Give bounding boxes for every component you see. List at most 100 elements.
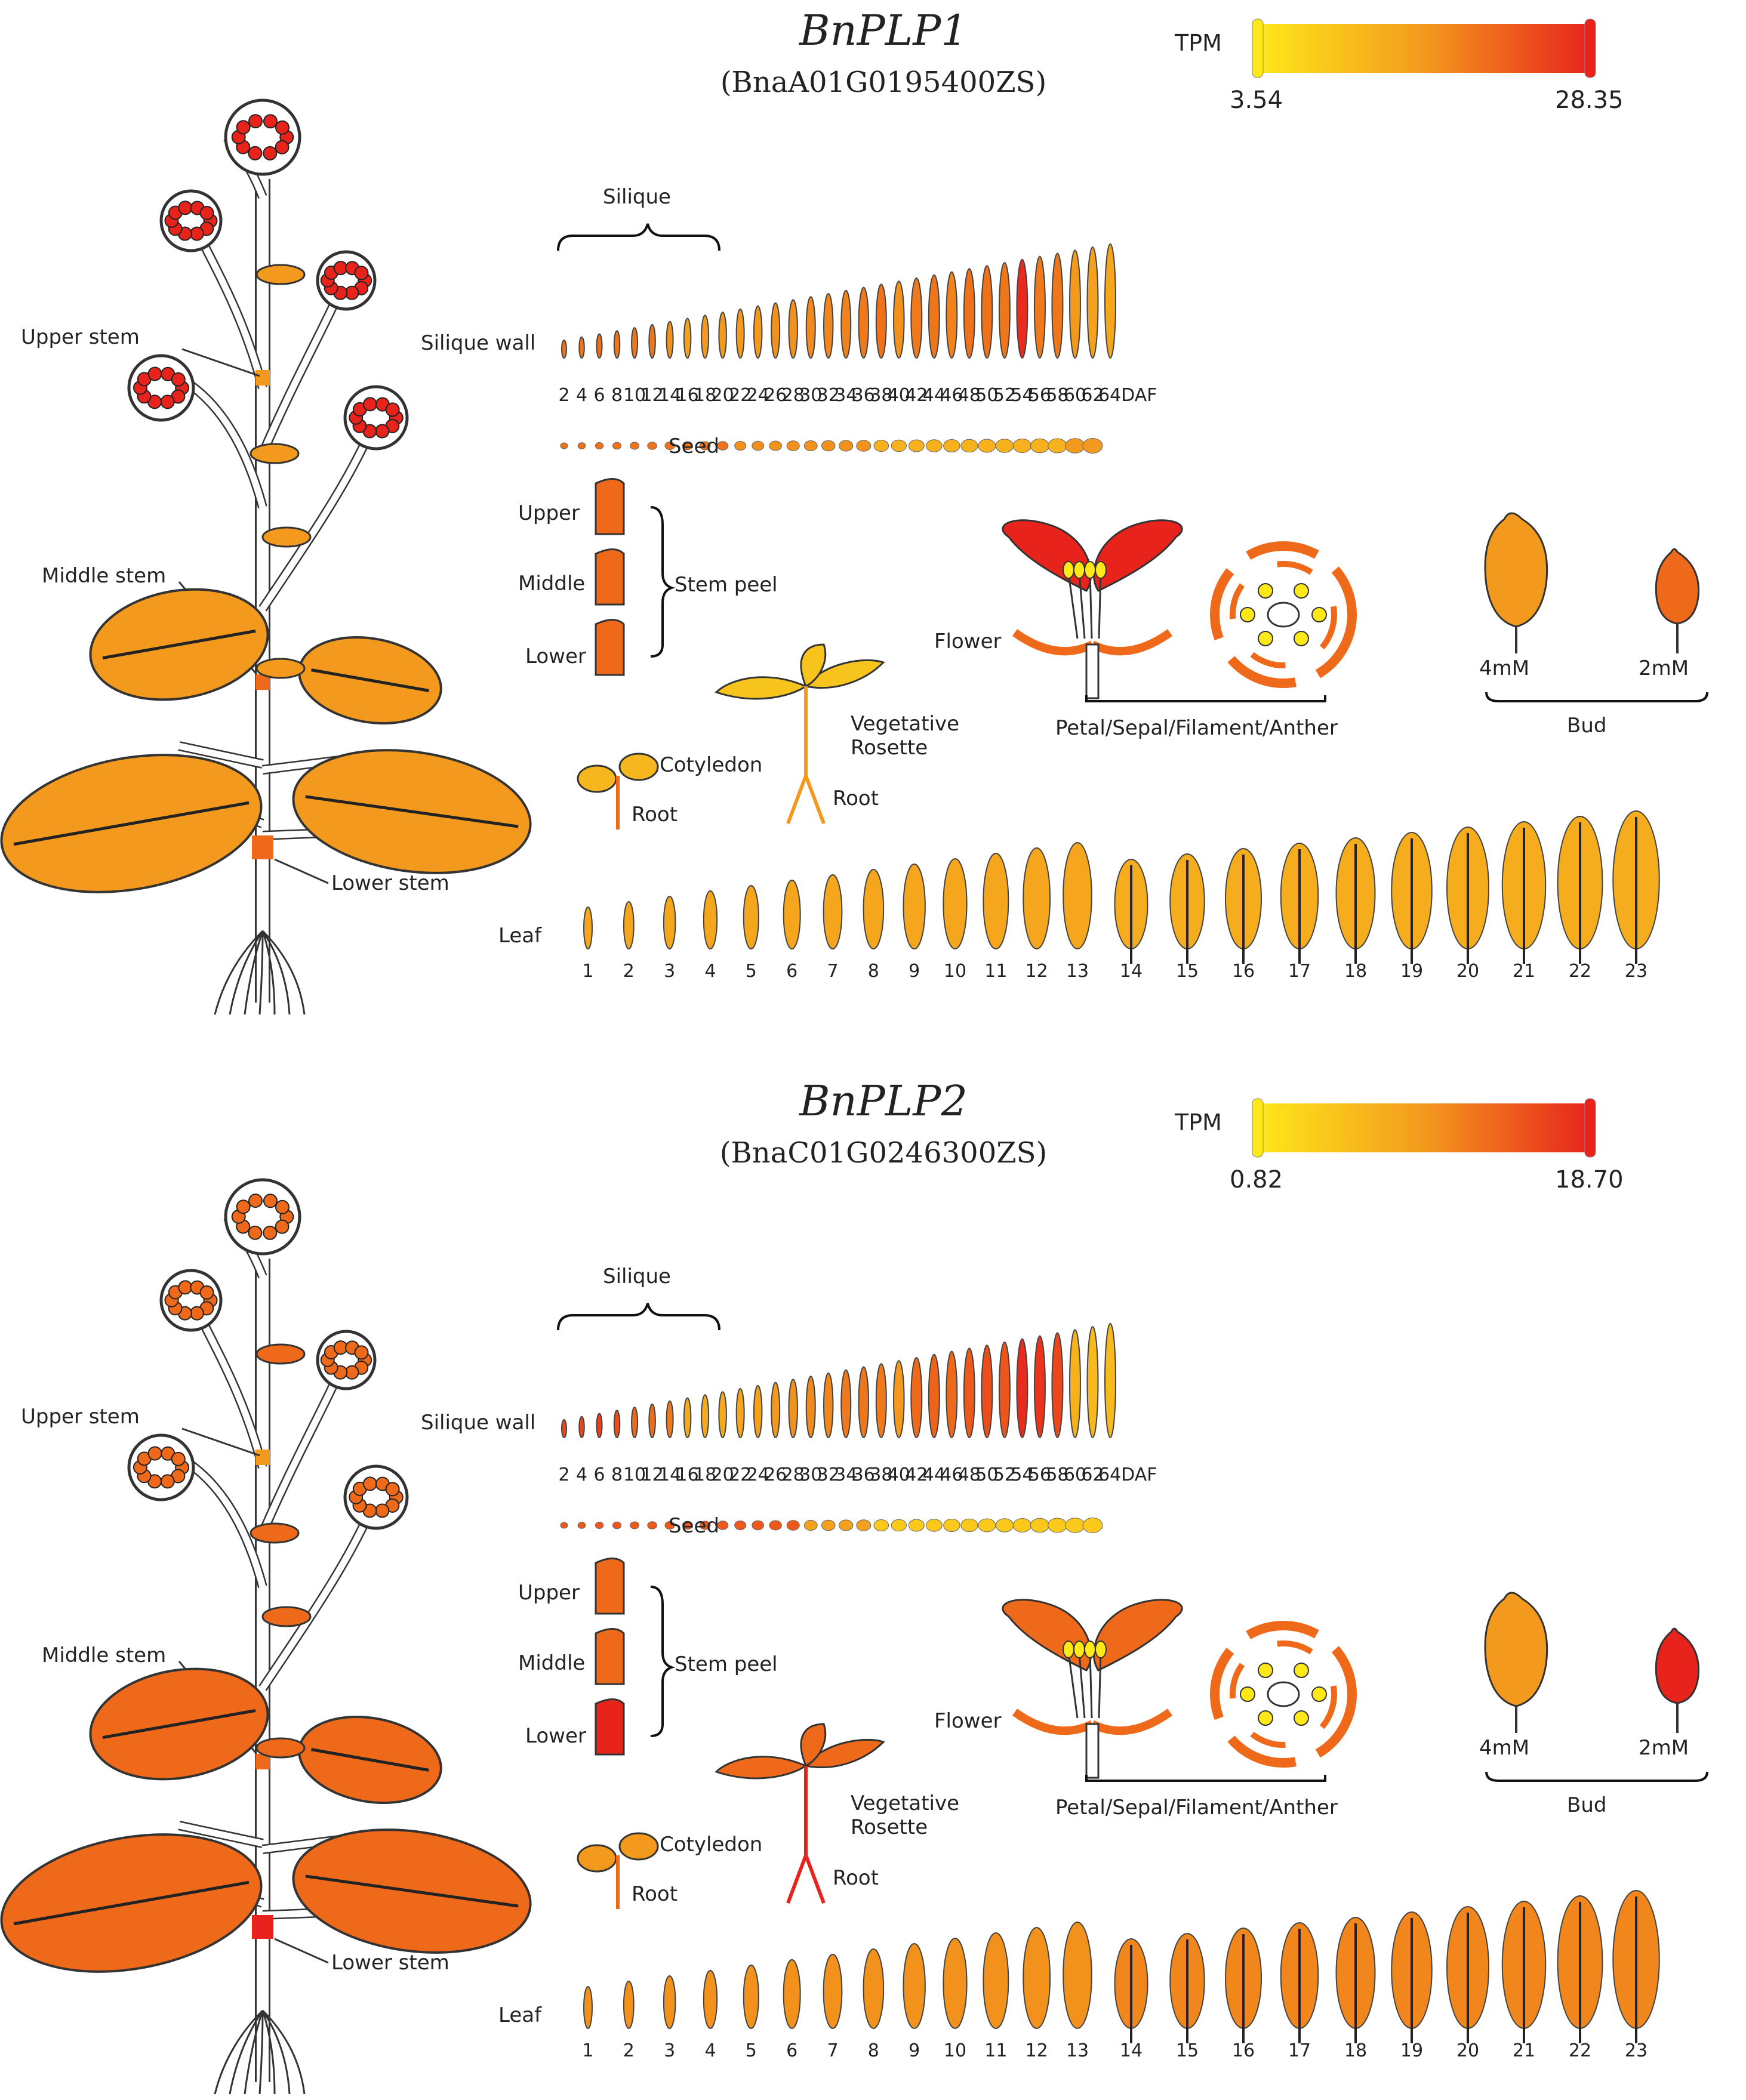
seed-14 bbox=[786, 1520, 800, 1531]
leaf-tick: 20 bbox=[1456, 961, 1480, 982]
label-upper: Upper bbox=[518, 501, 580, 525]
seed-8 bbox=[682, 441, 693, 451]
label-upper-stem: Upper stem bbox=[21, 325, 140, 349]
leaf-tick: 5 bbox=[745, 2040, 757, 2061]
bud-2mm bbox=[1655, 548, 1700, 625]
daf-tick: 26 bbox=[764, 385, 787, 406]
anther bbox=[1063, 561, 1074, 579]
label-bud: Bud bbox=[1567, 1793, 1607, 1817]
daf-tick: 8 bbox=[611, 385, 623, 406]
leaf-tick: 1 bbox=[582, 961, 594, 982]
silique-wall-6 bbox=[648, 1404, 656, 1438]
seed-9 bbox=[699, 1521, 711, 1530]
sepal bbox=[1090, 629, 1173, 656]
daf-tick: 64DAF bbox=[1098, 385, 1157, 406]
seed-24 bbox=[960, 1518, 978, 1532]
daf-tick: 56 bbox=[1028, 1464, 1052, 1485]
flower-bud bbox=[236, 120, 251, 135]
label-vegetative-rosette: Vegetative Rosette bbox=[851, 1791, 960, 1839]
colorbar-cap-max bbox=[1584, 1098, 1596, 1158]
filament bbox=[1067, 572, 1079, 639]
flower-bud bbox=[248, 114, 263, 129]
daf-tick: 46 bbox=[940, 385, 963, 406]
anther-section bbox=[1240, 1686, 1255, 1702]
leaf-2 bbox=[623, 1981, 635, 2029]
label-flower: Flower bbox=[934, 1709, 1002, 1733]
root-strand bbox=[261, 930, 276, 1015]
anther bbox=[1095, 561, 1107, 579]
daf-tick: 28 bbox=[781, 1464, 805, 1485]
silique-wall-10 bbox=[718, 312, 727, 359]
flower-bud bbox=[263, 146, 278, 161]
anther-section bbox=[1294, 631, 1309, 646]
root-strand bbox=[214, 930, 264, 1015]
daf-tick: 32 bbox=[817, 385, 840, 406]
rosette-leaf bbox=[715, 1756, 808, 1780]
silique-wall-11 bbox=[735, 309, 745, 359]
silique-wall-20 bbox=[893, 1360, 905, 1438]
leaf-tick: 23 bbox=[1624, 2040, 1648, 2061]
leaf-8 bbox=[863, 869, 885, 949]
upper-stem-section bbox=[255, 370, 270, 386]
tpm-colorbar bbox=[1257, 24, 1591, 73]
sepal bbox=[1012, 1709, 1095, 1735]
inflorescence bbox=[127, 1433, 195, 1501]
anther-section bbox=[1311, 607, 1327, 622]
seed-12 bbox=[752, 440, 765, 451]
label-middle-stem: Middle stem bbox=[42, 1643, 167, 1667]
silique-wall-25 bbox=[981, 1345, 993, 1438]
seed-19 bbox=[873, 1519, 889, 1531]
label-middle-stem: Middle stem bbox=[42, 564, 167, 588]
seed-21 bbox=[908, 1519, 925, 1532]
silique-wall-3 bbox=[596, 333, 603, 359]
seed-28 bbox=[1030, 1518, 1049, 1533]
silique-wall-19 bbox=[875, 1363, 887, 1439]
daf-tick: 54 bbox=[1011, 385, 1034, 406]
leaf-tick: 2 bbox=[623, 961, 635, 982]
leaf-tick: 7 bbox=[827, 961, 839, 982]
silique-bracket bbox=[557, 223, 720, 251]
leaf-tick: 16 bbox=[1231, 2040, 1255, 2061]
sepal-ring bbox=[1210, 1621, 1357, 1768]
seed-4 bbox=[612, 1521, 622, 1529]
leaf-tick: 19 bbox=[1400, 2040, 1424, 2061]
silique-wall-8 bbox=[683, 1397, 692, 1438]
flower-bud bbox=[199, 205, 214, 220]
rosette-root bbox=[786, 686, 826, 825]
daf-tick: 10 bbox=[623, 1464, 646, 1485]
daf-tick: 40 bbox=[887, 385, 910, 406]
leaf-tick: 13 bbox=[1066, 961, 1089, 982]
sepal bbox=[1090, 1709, 1173, 1735]
label-lower: Lower bbox=[525, 1724, 586, 1748]
silique-wall-12 bbox=[753, 305, 763, 359]
label-bud: Bud bbox=[1567, 714, 1607, 738]
leaf-7 bbox=[823, 874, 843, 949]
daf-tick: 34 bbox=[834, 1464, 858, 1485]
silique-wall-20 bbox=[893, 280, 905, 359]
daf-tick: 24 bbox=[746, 385, 769, 406]
leaf-tick: 3 bbox=[664, 961, 676, 982]
daf-tick: 48 bbox=[957, 1464, 981, 1485]
root-strand bbox=[261, 930, 306, 1015]
silique-wall-32 bbox=[1104, 243, 1116, 359]
daf-tick: 20 bbox=[711, 1464, 734, 1485]
silique-wall-16 bbox=[823, 1373, 834, 1438]
stem-peel-piece bbox=[595, 1628, 625, 1685]
stem-peel-piece bbox=[595, 1558, 625, 1615]
petal bbox=[1002, 519, 1092, 592]
leaf-tick: 6 bbox=[786, 2040, 798, 2061]
flower-bud bbox=[275, 1199, 290, 1214]
tpm-max: 28.35 bbox=[1555, 87, 1624, 114]
rosette-root bbox=[786, 1766, 826, 1904]
cotyledon bbox=[618, 1832, 659, 1861]
daf-tick: 58 bbox=[1046, 385, 1069, 406]
petal bbox=[1002, 1599, 1092, 1672]
leaf-midrib bbox=[102, 1709, 256, 1740]
sepal bbox=[1012, 629, 1095, 656]
seed-21 bbox=[908, 439, 925, 452]
rosette-leaf bbox=[804, 1738, 885, 1769]
daf-tick: 12 bbox=[640, 1464, 664, 1485]
root-strand bbox=[229, 2010, 264, 2095]
root-strand bbox=[258, 2010, 264, 2095]
daf-tick: 24 bbox=[746, 1464, 769, 1485]
